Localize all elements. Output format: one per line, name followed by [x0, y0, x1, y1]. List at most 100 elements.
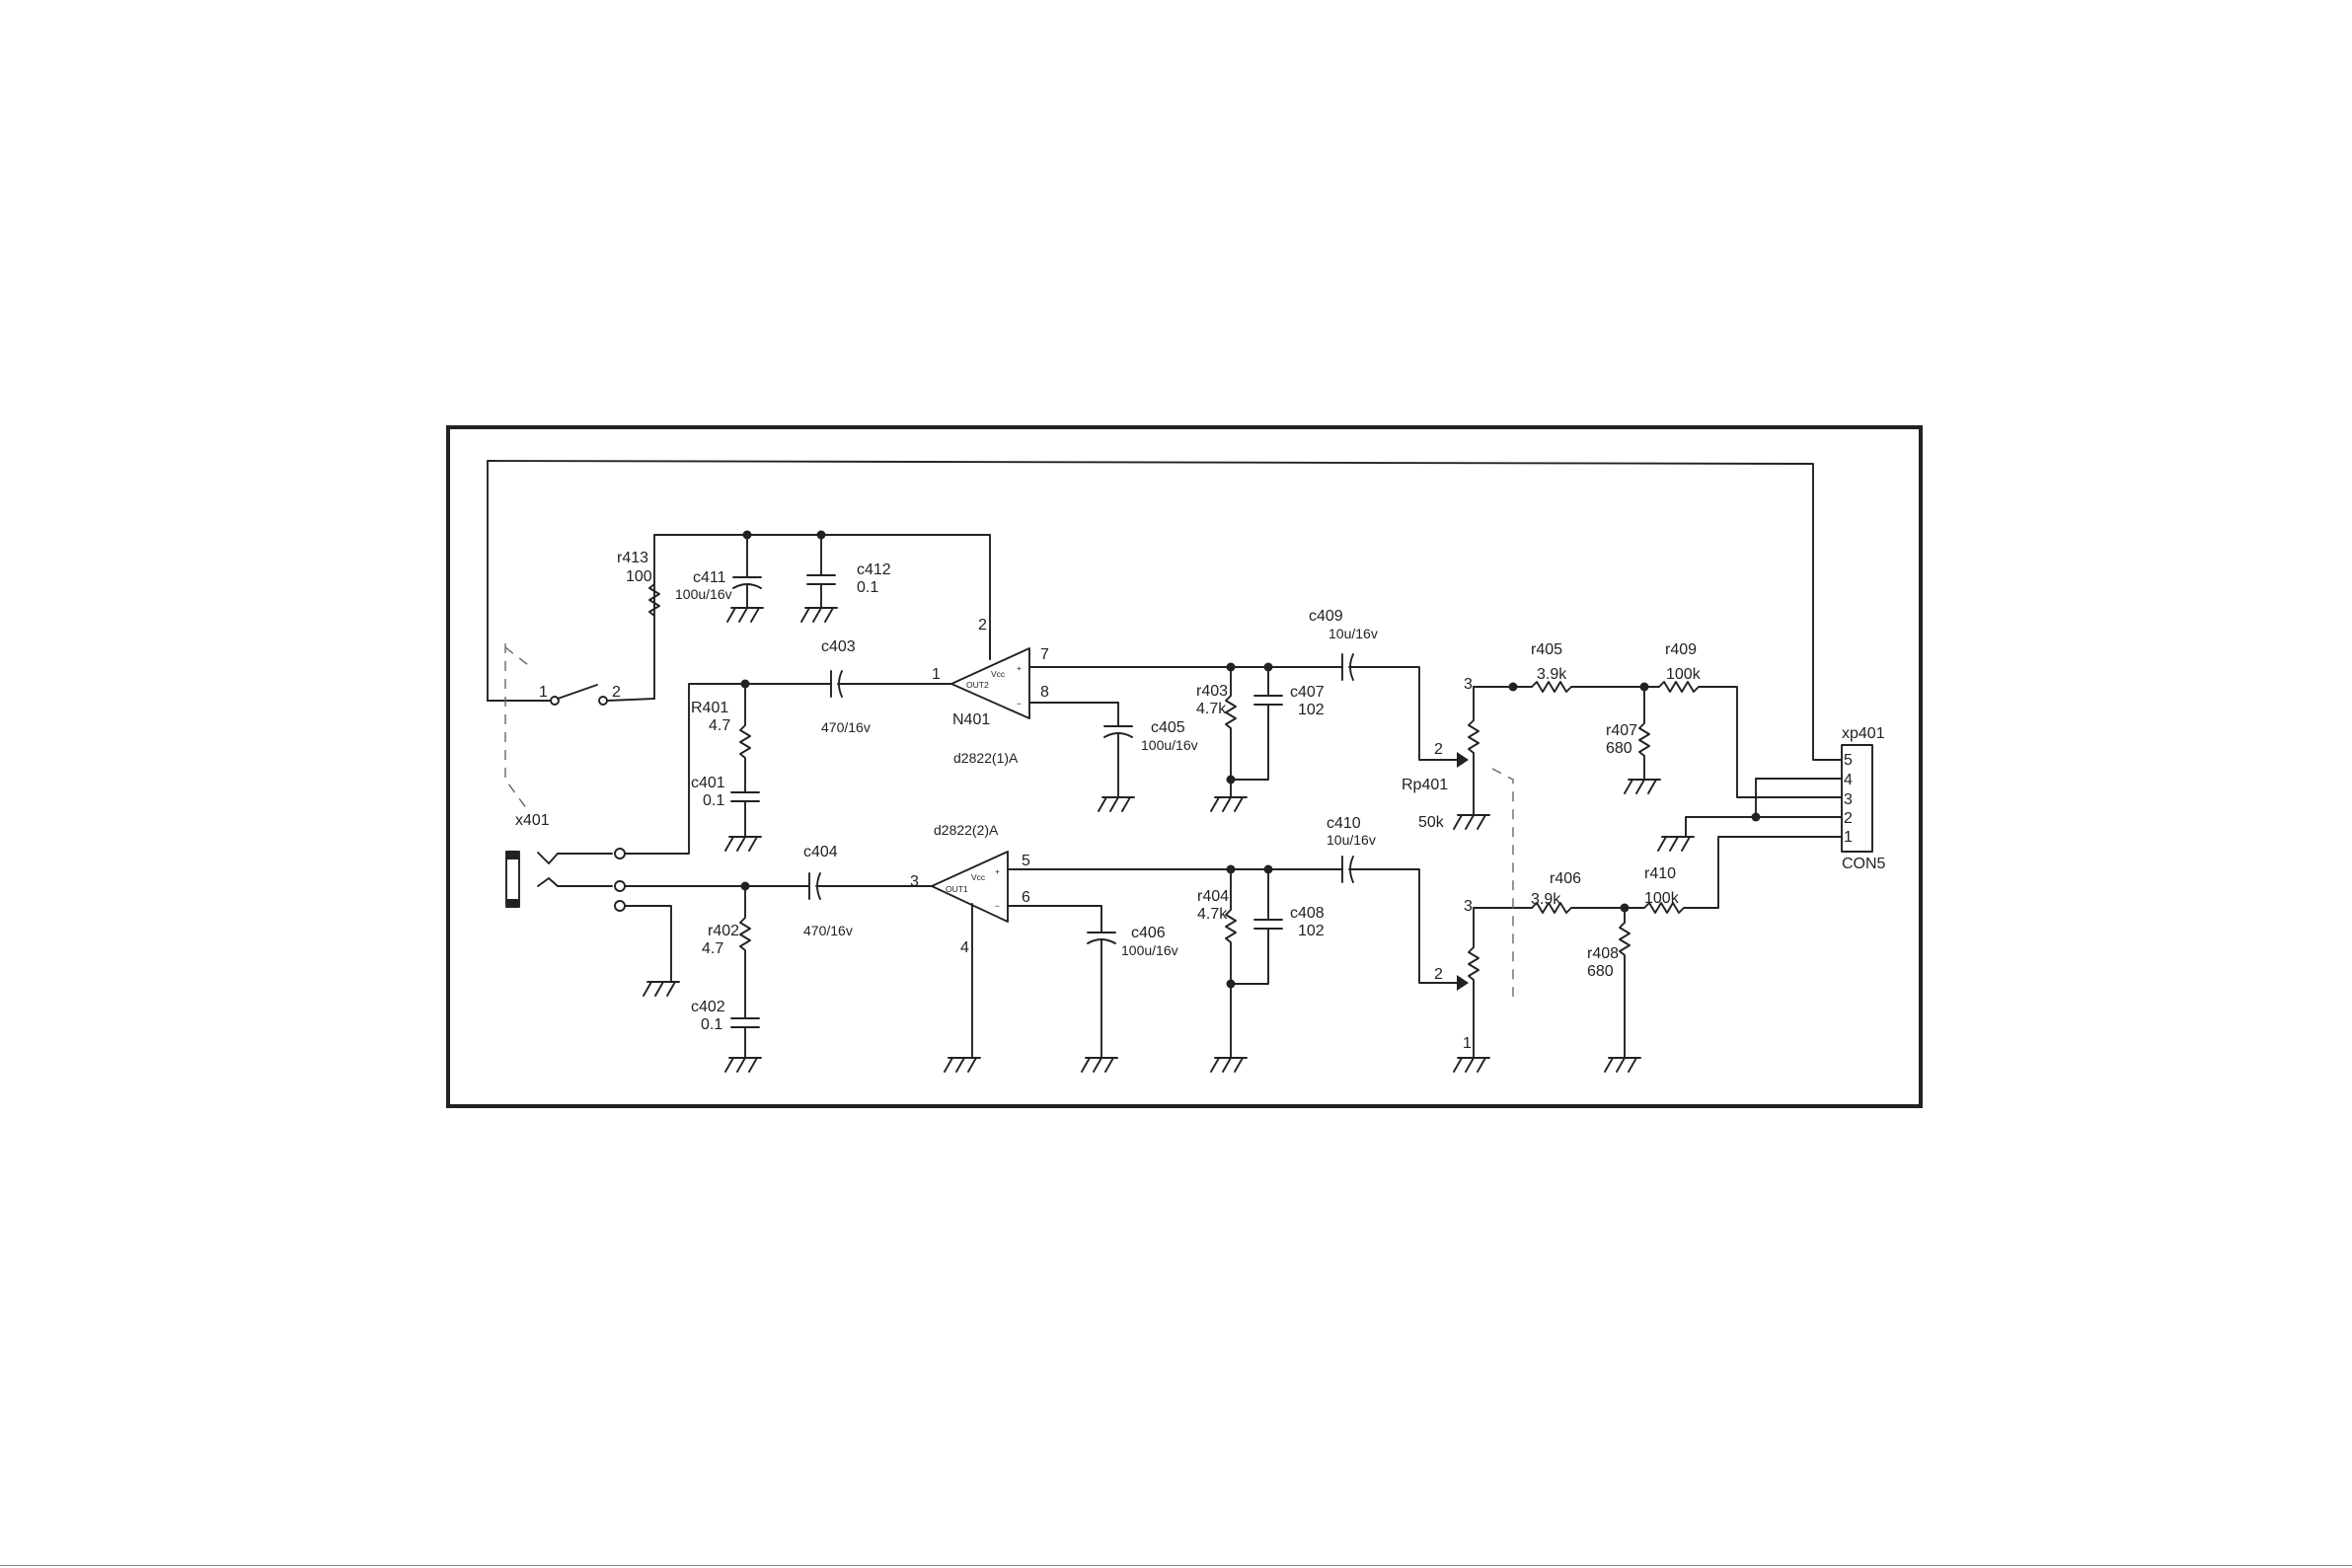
- label-xp401: xp401: [1842, 725, 1885, 742]
- label-r405: r405: [1531, 641, 1562, 658]
- label-c403-value: 470/16v: [821, 719, 871, 735]
- bottom-divider: [0, 1565, 2352, 1566]
- c401-ground-icon: [724, 836, 762, 852]
- label-r403-value: 4.7k: [1196, 701, 1227, 717]
- label-r402-value: 4.7: [702, 940, 723, 957]
- jack-ground-icon: [643, 981, 680, 997]
- r404-ground-icon: [1210, 1057, 1248, 1073]
- label-r413-value: 100: [626, 568, 652, 585]
- svg-text:2: 2: [1434, 966, 1443, 983]
- svg-text:3: 3: [1464, 898, 1473, 915]
- label-r410: r410: [1644, 865, 1676, 882]
- r403-resistor: [1225, 666, 1237, 781]
- svg-text:2: 2: [1844, 810, 1853, 827]
- svg-text:2: 2: [1434, 741, 1443, 758]
- label-c408: c408: [1290, 905, 1325, 922]
- label-r402: r402: [708, 923, 739, 939]
- label-c402-value: 0.1: [701, 1016, 722, 1033]
- label-r403: r403: [1196, 683, 1228, 700]
- channel-2: [505, 768, 1843, 1073]
- label-c410-value: 10u/16v: [1327, 832, 1376, 848]
- svg-text:OUT2: OUT2: [966, 680, 989, 690]
- Rp401b-ground-icon: [1453, 1057, 1490, 1073]
- opamp-text: Vcc OUT2 + − Vcc OUT1 + −: [946, 663, 1022, 911]
- label-c411: c411: [693, 569, 726, 586]
- svg-text:4: 4: [960, 939, 969, 956]
- c402-ground-icon: [724, 1057, 762, 1073]
- label-r406-value: 3.9k: [1531, 891, 1561, 908]
- label-c401: c401: [691, 775, 725, 791]
- label-Rp401: Rp401: [1402, 777, 1448, 793]
- svg-text:2: 2: [612, 684, 621, 701]
- c412-ground-icon: [800, 607, 838, 623]
- label-r408: r408: [1587, 945, 1619, 962]
- c406-ground-icon: [1081, 1057, 1118, 1073]
- svg-text:−: −: [1017, 699, 1022, 709]
- label-d2822-2: d2822(2)A: [934, 822, 999, 838]
- label-R401-value: 4.7: [709, 717, 730, 734]
- r410-resistor: [1624, 836, 1843, 914]
- svg-text:4: 4: [1844, 772, 1853, 788]
- label-R401: R401: [691, 700, 728, 716]
- r407-resistor: [1638, 686, 1650, 781]
- label-c405-value: 100u/16v: [1141, 737, 1198, 753]
- label-c404-value: 470/16v: [803, 923, 853, 938]
- label-r410-value: 100k: [1644, 890, 1680, 907]
- label-c405: c405: [1151, 719, 1185, 736]
- label-con5: CON5: [1842, 856, 1886, 872]
- label-c410: c410: [1327, 815, 1361, 832]
- label-c412: c412: [857, 561, 891, 578]
- r408-resistor: [1619, 907, 1631, 1059]
- svg-text:1: 1: [1844, 829, 1853, 846]
- label-c412-value: 0.1: [857, 579, 878, 596]
- svg-text:Vcc: Vcc: [991, 669, 1006, 679]
- Rp401-potentiometer: [1468, 686, 1479, 816]
- r407-ground-icon: [1624, 779, 1661, 794]
- svg-text:7: 7: [1040, 646, 1049, 663]
- label-c407: c407: [1290, 684, 1325, 701]
- svg-text:+: +: [995, 866, 1000, 876]
- label-r409-value: 100k: [1666, 666, 1702, 683]
- svg-text:3: 3: [910, 873, 919, 890]
- Rp401b-potentiometer: [1468, 907, 1479, 1059]
- label-c402: c402: [691, 999, 725, 1015]
- r413-resistor: [648, 534, 991, 700]
- r404-resistor: [1225, 868, 1237, 985]
- svg-text:−: −: [995, 901, 1000, 911]
- Rp401-ground-icon: [1453, 814, 1490, 830]
- label-r408-value: 680: [1587, 963, 1614, 980]
- R401-resistor: [739, 683, 751, 793]
- c411-ground-icon: [726, 607, 764, 623]
- x401-jack-icon: [505, 851, 520, 908]
- label-c403: c403: [821, 638, 856, 655]
- label-r407-value: 680: [1606, 740, 1632, 757]
- N401-opamp: [950, 647, 1030, 719]
- label-r409: r409: [1665, 641, 1697, 658]
- schematic-frame: [446, 425, 1923, 1108]
- c405-ground-icon: [1098, 796, 1135, 812]
- label-c406: c406: [1131, 925, 1166, 941]
- r403-ground-icon: [1210, 796, 1248, 812]
- power-section: [648, 530, 991, 700]
- svg-text:1: 1: [932, 666, 941, 683]
- label-r405-value: 3.9k: [1537, 666, 1567, 683]
- top-bus-wire: [487, 460, 1843, 761]
- label-c409-value: 10u/16v: [1328, 626, 1378, 641]
- label-N401: N401: [952, 711, 990, 728]
- svg-text:5: 5: [1844, 752, 1853, 769]
- svg-text:OUT1: OUT1: [946, 884, 968, 894]
- svg-text:+: +: [1017, 663, 1022, 673]
- component-labels: r413 100 c411 100u/16v c412 0.1 c403 470…: [515, 550, 1886, 1033]
- label-Rp401-value: 50k: [1418, 814, 1445, 831]
- r402-resistor: [739, 885, 751, 1019]
- label-c404: c404: [803, 844, 838, 860]
- label-r406: r406: [1550, 870, 1581, 887]
- r406-resistor: [1531, 902, 1626, 914]
- svg-text:3: 3: [1464, 676, 1473, 693]
- label-c408-value: 102: [1298, 923, 1325, 939]
- label-c409: c409: [1309, 608, 1343, 625]
- channel-1: [537, 631, 1843, 864]
- label-r407: r407: [1606, 722, 1637, 739]
- label-r404-value: 4.7k: [1197, 906, 1228, 923]
